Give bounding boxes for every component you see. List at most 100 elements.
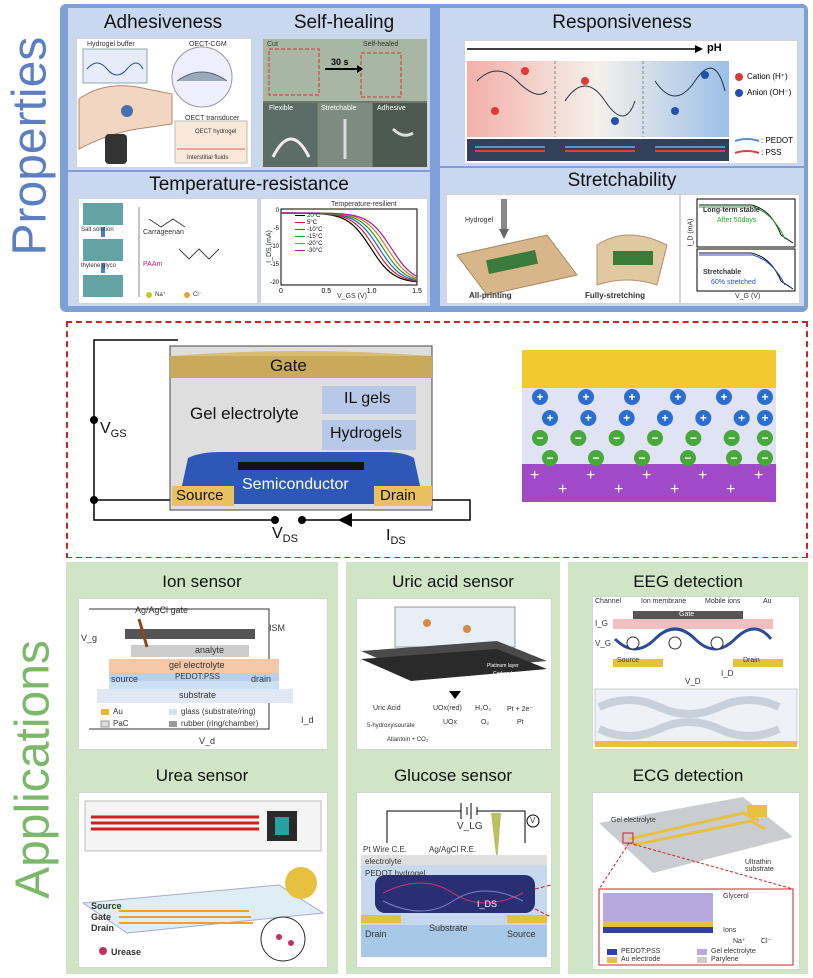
self-healing-photos — [263, 39, 427, 167]
urea-label-gate: Gate — [91, 912, 112, 922]
eeg-label-mobile: Mobile ions — [705, 598, 741, 605]
ion-sign: + — [761, 411, 768, 425]
ion-label-substrate: substrate — [179, 690, 217, 700]
temp-legend-swatch — [295, 249, 305, 252]
ecg-label-na: Na⁺ — [733, 938, 746, 945]
str-label-allprinting: All-printing — [469, 291, 512, 300]
ecg-detection-title: ECG detection — [632, 766, 744, 785]
uric-label-uoxred: UOx(red) — [433, 705, 462, 712]
temp-legend-swatch — [295, 221, 305, 224]
hole-sign: + — [586, 467, 595, 484]
cation — [670, 389, 686, 405]
temp-legend-entry: 20°C — [295, 213, 322, 220]
uric-label-uox: UOx — [443, 719, 457, 726]
vgs-subscript: GS — [110, 428, 127, 441]
vds-label: VDS — [272, 525, 298, 545]
hole-sign: + — [754, 467, 763, 484]
resp-legend-anion: Anion (OH⁻) — [747, 88, 792, 97]
ecg-legend-gel: Gel electrolyte — [711, 948, 756, 955]
hole-sign: + — [530, 467, 539, 484]
glucose-label-vlg: V_LG — [457, 821, 483, 832]
uric-label-allantoin: Allantoin + CO₂ — [387, 737, 429, 743]
str-label-fullystretching: Fully-stretching — [585, 291, 646, 300]
ion-sign: + — [536, 390, 543, 404]
ecg-image: Gel electrolyte Ultrathin substrate Glyc… — [592, 792, 800, 970]
ids-label: IDS — [386, 527, 406, 547]
temp-ytick: 0 — [276, 208, 280, 214]
eeg-label-au: Au — [763, 598, 772, 605]
ion-label-pedot: PEDOT:PSS — [175, 672, 220, 681]
temp-legend-swatch — [295, 242, 305, 245]
temp-legend-entry: -30°C — [295, 248, 322, 255]
temperature-network-illustration — [83, 203, 220, 298]
cation — [757, 410, 773, 426]
ion-sign: − — [575, 431, 582, 445]
adh-label-transducer: OECT transducer — [185, 115, 240, 122]
ecg-illustration — [598, 797, 794, 966]
uric-label-pt: Pt — [517, 719, 524, 726]
ion-sensor-illustration — [89, 608, 293, 730]
ion-sign: − — [684, 451, 691, 465]
gel-electrolyte-label: Gel electrolyte — [190, 404, 299, 423]
eeg-label-gate: Gate — [679, 611, 695, 618]
glucose-label-drain: Drain — [365, 929, 387, 939]
ion-sign: + — [582, 390, 589, 404]
hydrogels-label: Hydrogels — [330, 425, 403, 442]
anion — [685, 430, 702, 446]
stretchability-transfer-curves — [696, 198, 796, 292]
adh-label-fluids: Interstitial fluids — [187, 155, 229, 161]
temp-legend-label: -15°C — [307, 234, 323, 240]
ion-sensor-image: Ag/AgCl gate ISM analyte gel electrolyte… — [78, 598, 328, 750]
source-label: Source — [176, 487, 224, 504]
temp-label-na: Na⁺ — [155, 292, 166, 298]
ion-label-id: I_d — [301, 715, 314, 725]
urea-label-urease: Urease — [111, 947, 142, 957]
temp-ytick: -15 — [270, 262, 279, 268]
urea-sensor-illustration — [81, 800, 325, 962]
anion — [757, 450, 773, 466]
temperature-title: Temperature-resistance — [149, 174, 349, 195]
ion-legend-pac: PaC — [113, 719, 129, 728]
temp-label-carrageenan: Carrageenan — [143, 229, 184, 236]
temp-label-salt: Salt solution — [81, 227, 114, 233]
vgs-symbol: V — [100, 420, 111, 437]
temp-legend-swatch — [295, 228, 305, 231]
ion-legend-rubber: rubber (ring/chamber) — [181, 719, 259, 728]
temp-xtick: 0.5 — [321, 288, 331, 295]
temp-legend-entry: -15°C — [295, 234, 322, 241]
cation — [733, 410, 750, 426]
anion — [634, 450, 650, 466]
ion-sign: + — [585, 411, 592, 425]
temp-legend-entry: -10°C — [295, 227, 322, 234]
temp-xtick: 1.0 — [367, 288, 377, 295]
sh-label-healed: Self-healed — [363, 41, 399, 48]
temp-label-paam: PAAm — [143, 261, 163, 268]
eeg-label-source: Source — [617, 657, 640, 664]
adh-label-cgm: OECT-CGM — [189, 41, 227, 48]
eeg-label-vd: V_D — [685, 677, 701, 686]
responsiveness-image: pH Cation (H⁺) Anion (OH⁻) : PEDOT : PSS — [464, 40, 798, 164]
ion-sign: + — [628, 390, 635, 404]
uric-acid-image: Uric Acid UOx(red) H₂O₂ Pt + 2e⁻ UOx O₂ … — [356, 598, 552, 750]
ecg-legend-au: Au electrode — [621, 956, 661, 963]
adhesiveness-illustration — [78, 46, 248, 164]
self-healing-panel: Self-healing Cut Self-healed 30 s Flexib… — [258, 8, 430, 170]
ion-sign: − — [613, 431, 620, 445]
eeg-label-channel: Channel — [595, 598, 622, 605]
temp-legend-entry: 5°C — [295, 220, 322, 227]
hole-sign: + — [726, 481, 735, 498]
responsiveness-panel: Responsiveness — [440, 8, 804, 166]
ion-label-gate: Ag/AgCl gate — [135, 605, 189, 615]
ion-sign: − — [761, 451, 768, 465]
responsiveness-title: Responsiveness — [552, 12, 692, 33]
vgs-label: VGS — [100, 420, 127, 440]
adhesiveness-panel: Adhesiveness Hydrogel buffer OECT-CGM OE… — [68, 8, 258, 170]
eeg-image: Channel Ion membrane Mobile ions Au Gate… — [592, 596, 800, 750]
uric-label-hydroxy: 5-hydroxyisourate — [367, 723, 415, 729]
eeg-label-drain: Drain — [743, 657, 760, 664]
self-healing-title: Self-healing — [293, 12, 395, 33]
uric-label-platinum: Platinum layer — [487, 663, 519, 669]
str-label-stretchable: Stretchable — [703, 269, 742, 276]
